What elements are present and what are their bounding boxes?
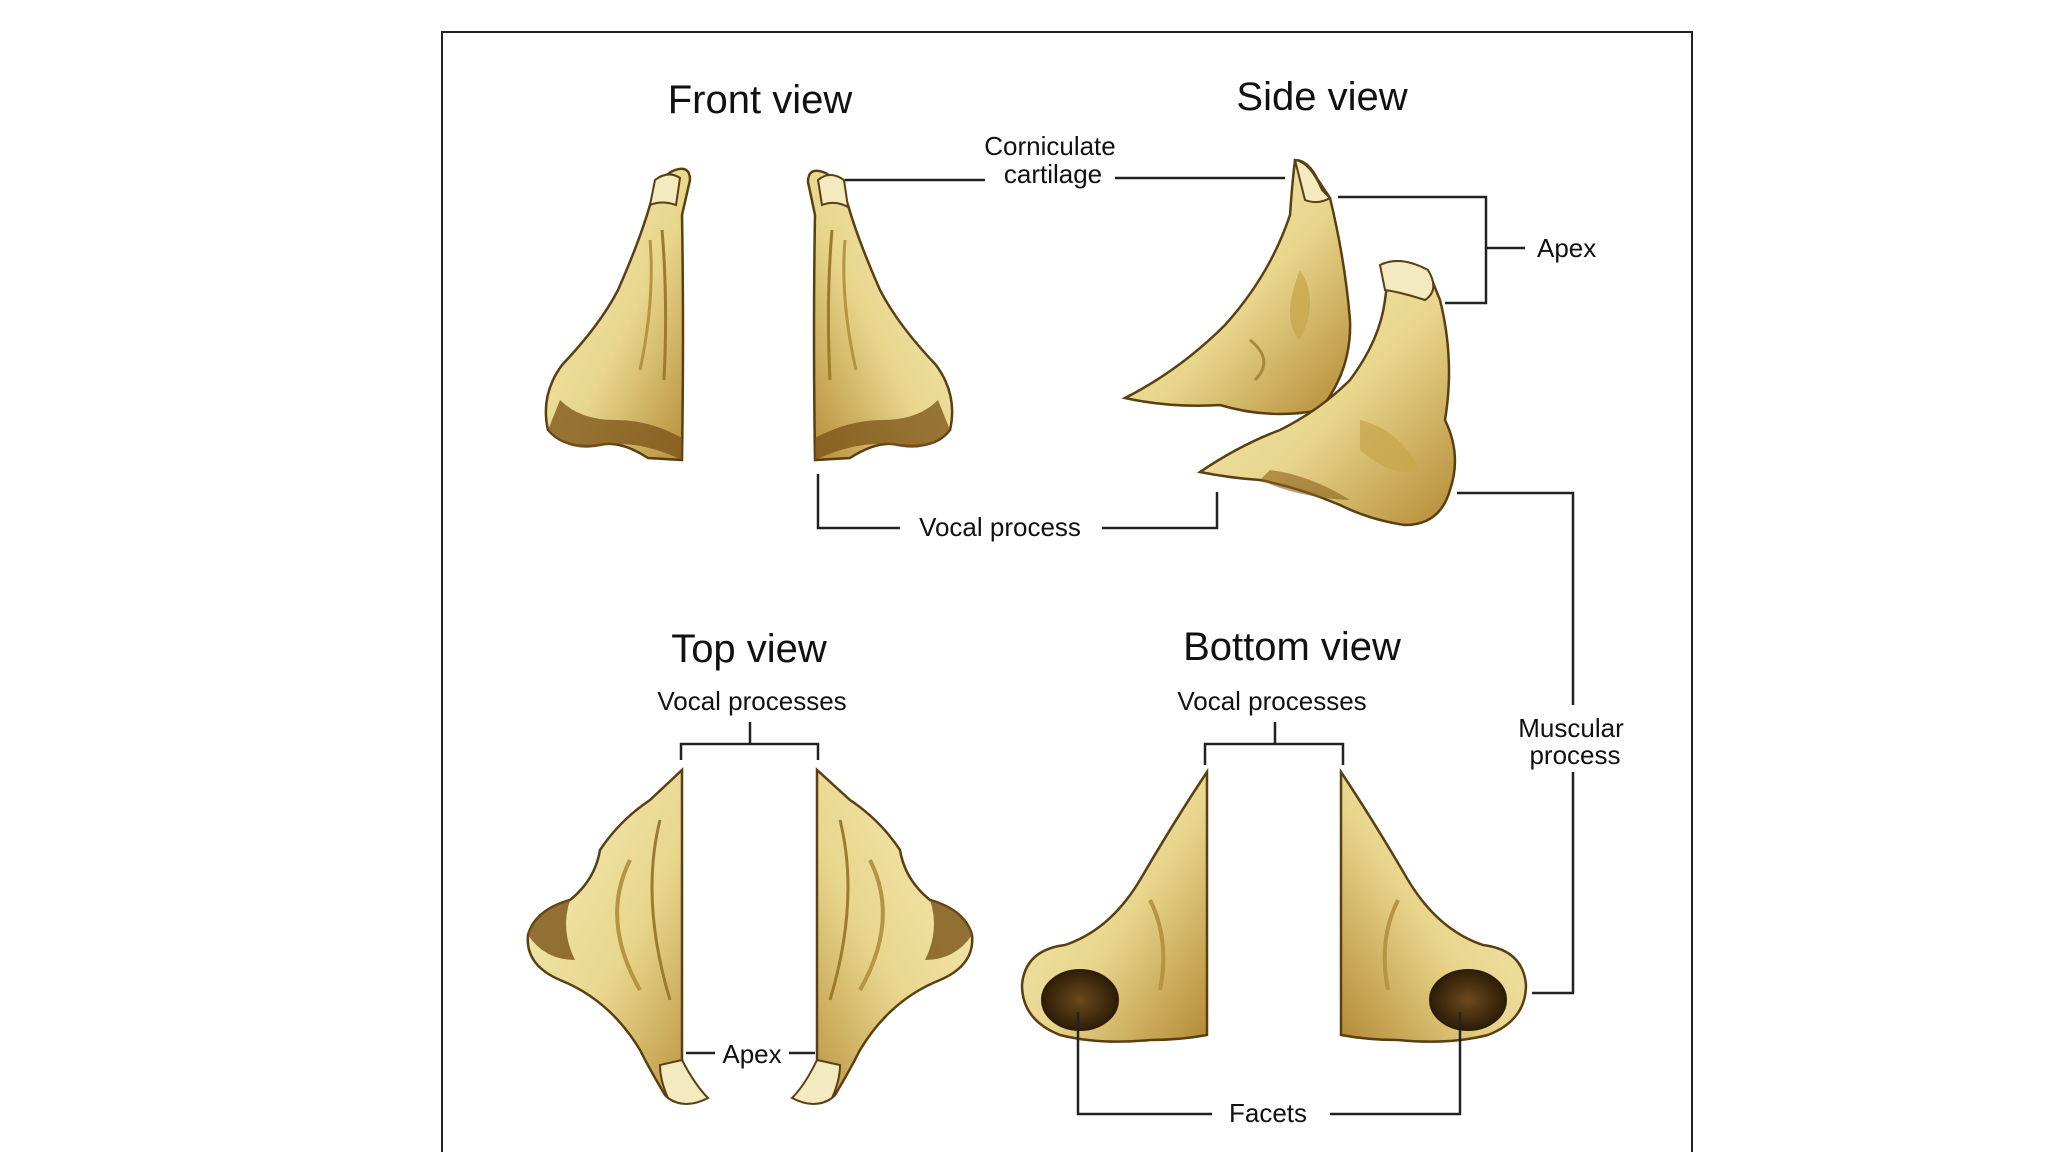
right-facet <box>1429 969 1507 1031</box>
top-vocal-processes-label: Vocal processes <box>657 686 846 716</box>
facets-bracket <box>1076 1012 1462 1116</box>
front-view-title: Front view <box>668 78 853 122</box>
facets-label: Facets <box>1229 1098 1307 1128</box>
figure-frame <box>441 31 1693 1152</box>
side-view-front-cartilage <box>1196 260 1457 527</box>
left-facet <box>1041 969 1119 1031</box>
bottom-view-left-cartilage <box>1020 767 1209 1043</box>
muscular-label-line2: process <box>1529 740 1620 770</box>
top-vocal-processes-bracket <box>679 722 820 760</box>
top-apex-label: Apex <box>722 1039 781 1069</box>
side-view-title: Side view <box>1236 75 1407 119</box>
bottom-vocal-processes-label: Vocal processes <box>1177 686 1366 716</box>
top-view-left-cartilage <box>526 767 710 1105</box>
vocal-process-label: Vocal process <box>919 512 1081 542</box>
vocal-process-bracket-right <box>1102 492 1219 530</box>
side-view-back-cartilage <box>1121 158 1352 416</box>
vocal-process-bracket-left <box>816 474 900 530</box>
muscular-process-bracket <box>1457 491 1575 995</box>
top-view-title: Top view <box>671 627 827 671</box>
bottom-view-title: Bottom view <box>1183 625 1401 669</box>
apex-label: Apex <box>1537 233 1596 263</box>
muscular-label-line1: Muscular <box>1518 713 1624 743</box>
top-view-right-cartilage <box>790 767 974 1105</box>
corniculate-label-line2: cartilage <box>1004 159 1102 189</box>
bottom-view-right-cartilage <box>1339 767 1528 1043</box>
front-view-right-cartilage <box>806 169 954 462</box>
apex-bracket <box>1338 195 1525 305</box>
bottom-vocal-processes-bracket <box>1203 722 1345 765</box>
corniculate-label-line1: Corniculate <box>984 131 1116 161</box>
front-view-left-cartilage <box>544 167 692 462</box>
